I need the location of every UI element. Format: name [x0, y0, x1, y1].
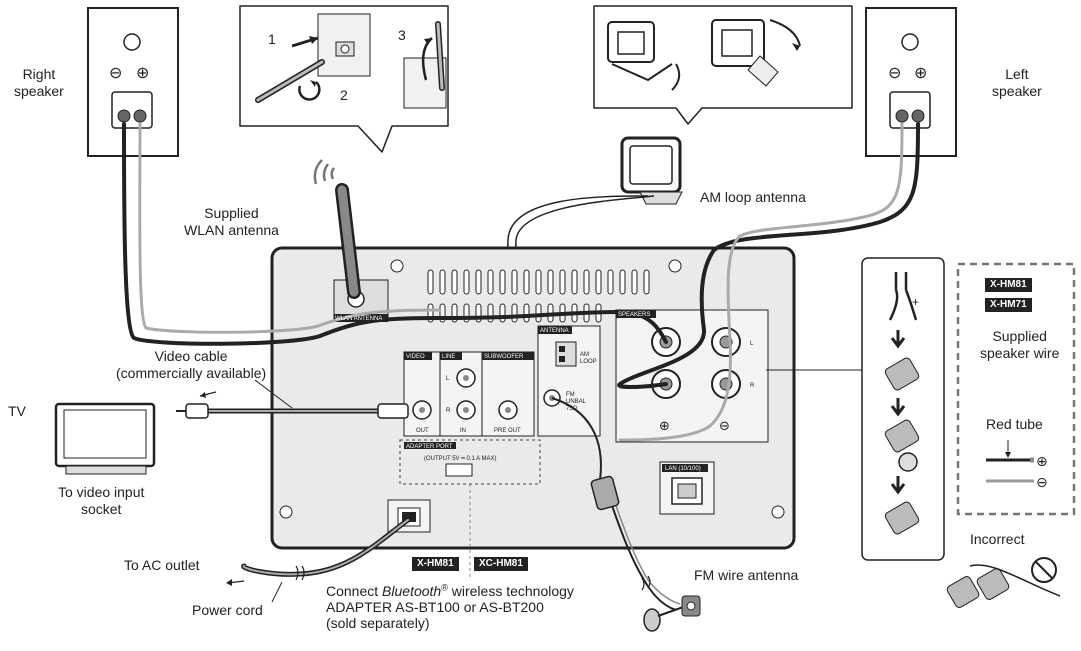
- bt-connect-line: Connect Bluetooth® wireless technology: [326, 583, 574, 600]
- right-speaker-box: ⊖ ⊕: [87, 7, 179, 157]
- am-loop-antenna-label: AM loop antenna: [700, 189, 806, 205]
- pre-out-label: PRE OUT: [494, 428, 521, 434]
- adapter-output-label: (OUTPUT 5V ━ 0.1 A MAX): [424, 456, 497, 462]
- step-3: 3: [398, 27, 406, 43]
- line-l-label: L: [446, 376, 450, 382]
- fm-label-1: FM: [566, 392, 575, 398]
- speakers-minus-mark: ⊖: [719, 419, 730, 434]
- incorrect-label: Incorrect: [970, 531, 1025, 547]
- video-label: VIDEO: [406, 354, 425, 360]
- speaker-wires: [122, 122, 920, 442]
- wire-plus-mark: ⊕: [1036, 454, 1048, 470]
- wire-plus-sign: +: [912, 295, 919, 309]
- wlan-attach-callout: [239, 5, 449, 153]
- line-r-label: R: [446, 408, 451, 414]
- am-assembly-callout: [593, 5, 853, 125]
- video-cable: [176, 379, 409, 419]
- video-out-label: OUT: [416, 428, 429, 434]
- step-1: 1: [268, 31, 276, 47]
- bt-brand: Bluetooth: [382, 583, 442, 599]
- line-label: LINE: [442, 354, 455, 360]
- fm-wire-antenna-label: FM wire antenna: [694, 567, 799, 583]
- speakers-l-label: L: [750, 341, 754, 347]
- bt-connect-pre: Connect: [326, 583, 383, 599]
- model-badge-xhm81: X-HM81: [412, 557, 459, 571]
- model-badge-xhm81-box: X-HM81: [985, 278, 1032, 292]
- model-badge-xchm81: XC-HM81: [474, 557, 528, 571]
- left-speaker-label: Left speaker: [992, 66, 1042, 99]
- model-badge-xhm71-box: X-HM71: [985, 298, 1032, 312]
- am-loop-label-1: AM: [580, 352, 589, 358]
- power-cord-label: Power cord: [192, 602, 263, 618]
- wlan-antenna: [313, 159, 361, 299]
- video-input-label: To video input socket: [58, 484, 145, 517]
- speakers-label: SPEAKERS: [618, 312, 650, 318]
- red-tube-label: Red tube: [986, 416, 1043, 432]
- bt-sold-line: (sold separately): [326, 615, 430, 631]
- speaker-plus: ⊕: [136, 63, 149, 82]
- supplied-speaker-wire-label: Supplied speaker wire: [980, 328, 1060, 361]
- svg-text:⊖: ⊖: [888, 63, 901, 82]
- wire-steps-panel: [766, 257, 945, 561]
- bt-reg: ®: [441, 582, 448, 593]
- antenna-label: ANTENNA: [540, 328, 569, 334]
- am-loop-antenna: [506, 136, 683, 363]
- power-cord: [226, 517, 411, 603]
- speaker-minus: ⊖: [109, 63, 122, 82]
- right-speaker-label: Right speaker: [14, 66, 64, 99]
- step-2: 2: [340, 87, 348, 103]
- tv-label: TV: [8, 403, 26, 419]
- speakers-plus-mark: ⊕: [659, 419, 670, 434]
- incorrect-example: [946, 557, 1061, 608]
- wlan-socket-label: WLAN ANTENNA: [335, 316, 382, 322]
- bt-adapter-line: ADAPTER AS-BT100 or AS-BT200: [326, 599, 544, 615]
- fm-wire-antenna: [551, 397, 701, 632]
- line-in-label: IN: [460, 428, 466, 434]
- fm-label-3: 75Ω: [566, 406, 578, 412]
- left-speaker-box: ⊖ ⊕: [865, 7, 957, 157]
- bt-connect-post: wireless technology: [447, 583, 574, 599]
- am-loop-label-2: LOOP: [580, 359, 597, 365]
- fm-label-2: UNBAL: [566, 399, 587, 405]
- ac-outlet-label: To AC outlet: [124, 557, 200, 573]
- svg-text:⊕: ⊕: [914, 63, 927, 82]
- supplied-wire-box: [956, 262, 1076, 516]
- panel-labels: WLAN ANTENNA VIDEO LINE SUBWOOFER ANTENN…: [335, 312, 755, 472]
- subwoofer-label: SUBWOOFER: [484, 354, 524, 360]
- wire-minus-mark: ⊖: [1036, 475, 1048, 491]
- speakers-r-label: R: [750, 383, 755, 389]
- lan-label: LAN (10/100): [665, 466, 701, 472]
- adapter-port-label: ADAPTER PORT: [406, 444, 453, 450]
- wlan-antenna-label: Supplied WLAN antenna: [184, 205, 279, 238]
- tv-icon: [54, 402, 156, 475]
- video-cable-label: Video cable (commercially available): [116, 348, 267, 381]
